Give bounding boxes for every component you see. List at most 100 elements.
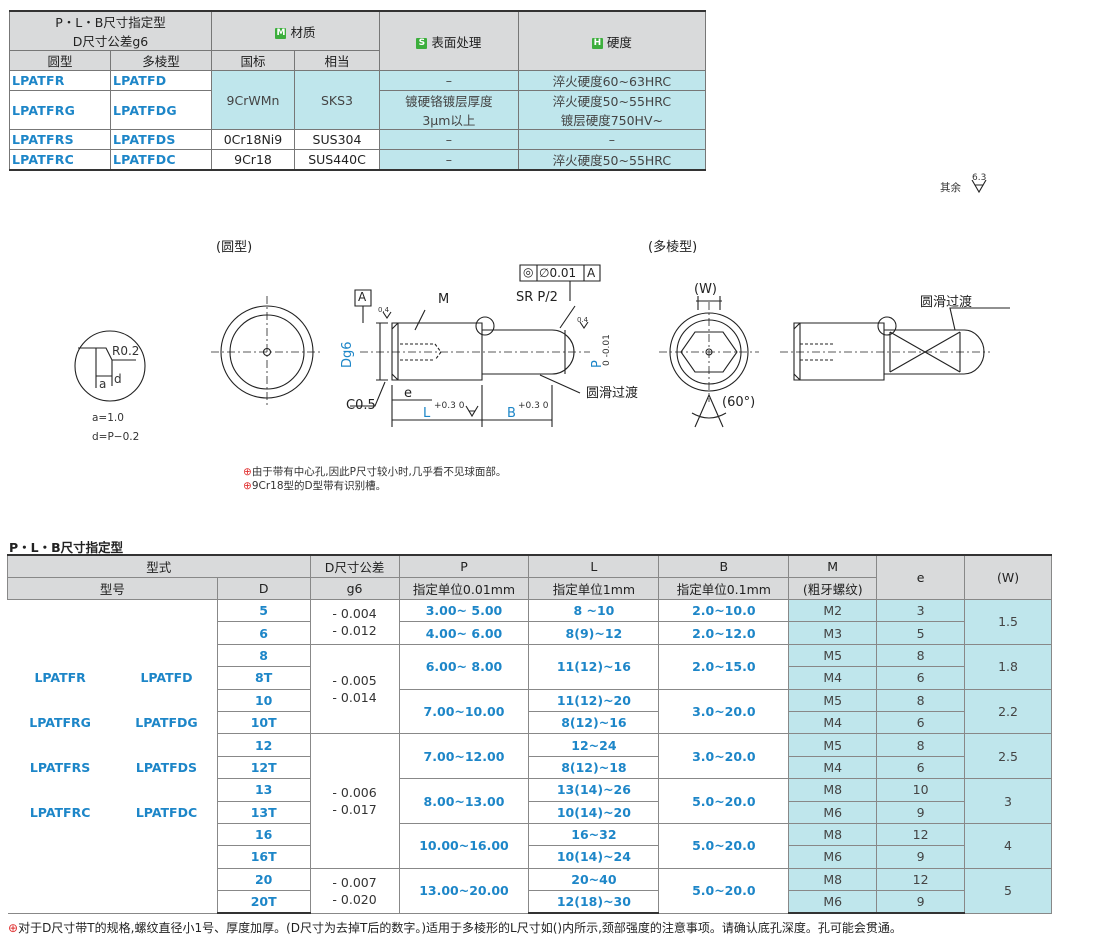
dim-code-lpatfrg[interactable]: LPATFRG <box>29 715 91 730</box>
note-icon: ⊕ <box>243 466 252 478</box>
dim-l-value: 8 ~10 <box>528 598 660 623</box>
round-side-head <box>391 322 483 381</box>
drawing-note-2: ⊕9Cr18型的D型带有识别槽。 <box>243 478 386 493</box>
tol-frame-value: ∅0.01 <box>539 266 577 280</box>
dim-b-value: 2.0~15.0 <box>658 643 790 690</box>
dim-table-title: P・L・B尺寸指定型 <box>9 540 124 555</box>
dim-l-value: 11(12)~20 <box>528 688 660 712</box>
dim-e-value: 12 <box>876 867 966 892</box>
code-lpatfrg[interactable]: LPATFRG <box>9 90 111 130</box>
dim-w <box>696 296 722 310</box>
dim-m-value: M3 <box>788 621 878 645</box>
table-row: 20T 12(18)~30 M6 9 <box>8 890 1052 915</box>
drawing-note-1-text: 由于带有中心孔,因此P尺寸较小时,几乎看不见球面部。 <box>251 466 507 478</box>
dim-code-lpatfrs[interactable]: LPATFRS <box>29 760 91 775</box>
tol-upper: - 0.006 <box>332 785 377 801</box>
label-round-type: (圆型) <box>216 240 253 255</box>
dim-header-d: D <box>216 577 311 600</box>
code-lpatfr[interactable]: LPATFR <box>9 70 111 91</box>
dim-header-g6: g6 <box>309 577 400 600</box>
code-lpatfrc[interactable]: LPATFRC <box>9 149 111 171</box>
tol-upper: - 0.005 <box>332 673 377 689</box>
code-lpatfdc[interactable]: LPATFDC <box>110 149 212 171</box>
label-l-tol: +0.3 0 <box>434 401 465 411</box>
dim-p-value: 7.00~12.00 <box>398 733 530 780</box>
tol-frame-ref: A <box>587 266 596 280</box>
codes-row-3: LPATFRS LPATFDS <box>8 760 218 775</box>
poly-detail-mark <box>877 316 897 336</box>
drawing-note-2-text: 9Cr18型的D型带有识别槽。 <box>251 480 387 492</box>
surface-badge-icon: S <box>416 37 428 49</box>
dim-e-value: 6 <box>876 666 966 690</box>
dim-w-value: 2.5 <box>964 733 1052 780</box>
code-lpatfrs[interactable]: LPATFRS <box>9 129 111 150</box>
dim-code-lpatfrc[interactable]: LPATFRC <box>29 805 91 820</box>
dim-e-value: 5 <box>876 621 966 645</box>
dim-m-value: M5 <box>788 643 878 668</box>
hardness-line-2: 镀层硬度750HV~ <box>560 113 663 128</box>
dim-dg6 <box>376 322 388 381</box>
code-lpatfdg[interactable]: LPATFDG <box>110 90 212 130</box>
dim-l-value: 12(18)~30 <box>528 890 660 915</box>
dim-p-value: 13.00~20.00 <box>398 867 530 914</box>
dim-d-value: 6 <box>216 621 311 645</box>
dim-code-lpatfr[interactable]: LPATFR <box>34 670 86 685</box>
dim-m-value: M4 <box>788 755 878 780</box>
dim-e-value: 6 <box>876 755 966 780</box>
dim-code-lpatfd[interactable]: LPATFD <box>140 670 193 685</box>
roughness-small-icon <box>382 311 589 329</box>
dim-tolerance: - 0.006- 0.017 <box>309 733 400 869</box>
dim-l-value: 20~40 <box>528 867 660 892</box>
dim-p-value: 4.00~ 6.00 <box>398 621 530 645</box>
dim-d-value: 8T <box>216 666 311 690</box>
detail-circle <box>74 330 146 402</box>
dim-code-lpatfds[interactable]: LPATFDS <box>135 760 198 775</box>
label-b-tol: +0.3 0 <box>518 401 549 411</box>
roughness-rest-value: 6.3 <box>972 173 987 183</box>
roughness-symbol-icon <box>971 180 987 194</box>
dim-e-value: 9 <box>876 800 966 824</box>
dim-header-model: 型号 <box>7 577 218 600</box>
dim-tolerance: - 0.005- 0.014 <box>309 643 400 735</box>
dim-l-value: 16~32 <box>528 822 660 847</box>
code-lpatfds[interactable]: LPATFDS <box>110 129 212 150</box>
dim-w-value: 4 <box>964 822 1052 869</box>
hardness-label: 硬度 <box>606 34 632 50</box>
hardness-value: 淬火硬度60~63HRC <box>517 70 707 91</box>
dim-d-value: 13T <box>216 800 311 824</box>
material-badge-icon: M <box>275 27 287 39</box>
dim-d-value: 20T <box>216 890 311 915</box>
dim-b-value: 5.0~20.0 <box>658 867 790 914</box>
poly-side-head <box>793 322 885 381</box>
note-icon: ⊕ <box>8 921 19 935</box>
leader-m <box>414 309 426 331</box>
dim-header-dtol: D尺寸公差 <box>309 554 400 578</box>
dim-l-value: 13(14)~26 <box>528 778 660 802</box>
dim-d-value: 8 <box>216 643 311 668</box>
dim-l-value: 12~24 <box>528 733 660 757</box>
footnote: ⊕对于D尺寸带T的规格,螺纹直径小1号、厚度加厚。(D尺寸为去掉T后的数字。)适… <box>8 919 902 936</box>
dim-code-lpatfdg[interactable]: LPATFDG <box>135 715 198 730</box>
surface-value: – <box>379 149 519 171</box>
dim-header-p-unit: 指定单位0.01mm <box>398 577 530 600</box>
dim-code-lpatfdc[interactable]: LPATFDC <box>135 805 198 820</box>
table-row: 20 - 0.007- 0.020 13.00~20.00 20~40 5.0~… <box>8 867 1052 914</box>
leader-srp <box>559 305 576 329</box>
detail-profile <box>78 347 136 388</box>
dim-p-value: 10.00~16.00 <box>398 822 530 869</box>
dim-m-value: M5 <box>788 688 878 712</box>
dim-l-value: 8(9)~12 <box>528 621 660 645</box>
dim-b-value: 3.0~20.0 <box>658 733 790 780</box>
dim-table: 型式 D尺寸公差 P L B M e (W) 型号 D g6 指定单位0.01m… <box>7 554 1052 915</box>
dim-header-e: e <box>876 554 966 600</box>
dim-e-value: 12 <box>876 822 966 847</box>
dim-d-value: 5 <box>216 598 311 623</box>
label-60-degree: (60°) <box>722 395 756 410</box>
hardness-value: – <box>517 129 707 150</box>
codes-row-2: LPATFRG LPATFDG <box>8 715 218 730</box>
dim-d-value: 20 <box>216 867 311 892</box>
dim-header-l-unit: 指定单位1mm <box>528 577 660 600</box>
code-lpatfd[interactable]: LPATFD <box>110 70 212 91</box>
dim-m-value: M6 <box>788 845 878 869</box>
